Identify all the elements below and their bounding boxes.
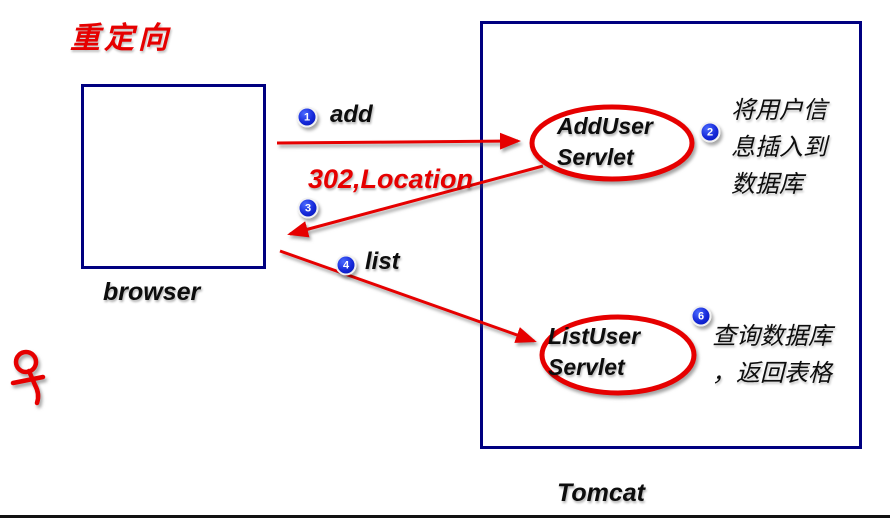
step-badge-4: 4 <box>335 254 357 276</box>
listuser-servlet-label: ListUser Servlet <box>548 323 641 380</box>
adduser-servlet-label: AddUser Servlet <box>557 113 653 170</box>
add-request-label: add <box>330 101 373 128</box>
302-location-label: 302,Location <box>308 164 474 194</box>
step-badge-1: 1 <box>296 106 318 128</box>
browser-box <box>81 84 266 269</box>
step-badge-2: 2 <box>699 121 721 143</box>
step-badge-3: 3 <box>297 197 319 219</box>
browser-label: browser <box>103 278 201 306</box>
bottom-divider-line <box>0 515 890 518</box>
person-stick-figure-icon <box>10 349 46 406</box>
list-request-label: list <box>365 248 400 275</box>
diagram-title: 重定向 <box>70 22 172 55</box>
tomcat-label: Tomcat <box>557 479 645 507</box>
annotation-insert-db: 将用户信 息插入到 数据库 <box>731 98 827 198</box>
annotation-query-db: 查询数据库 ，返回表格 <box>712 324 832 387</box>
step-badge-6: 6 <box>690 305 712 327</box>
